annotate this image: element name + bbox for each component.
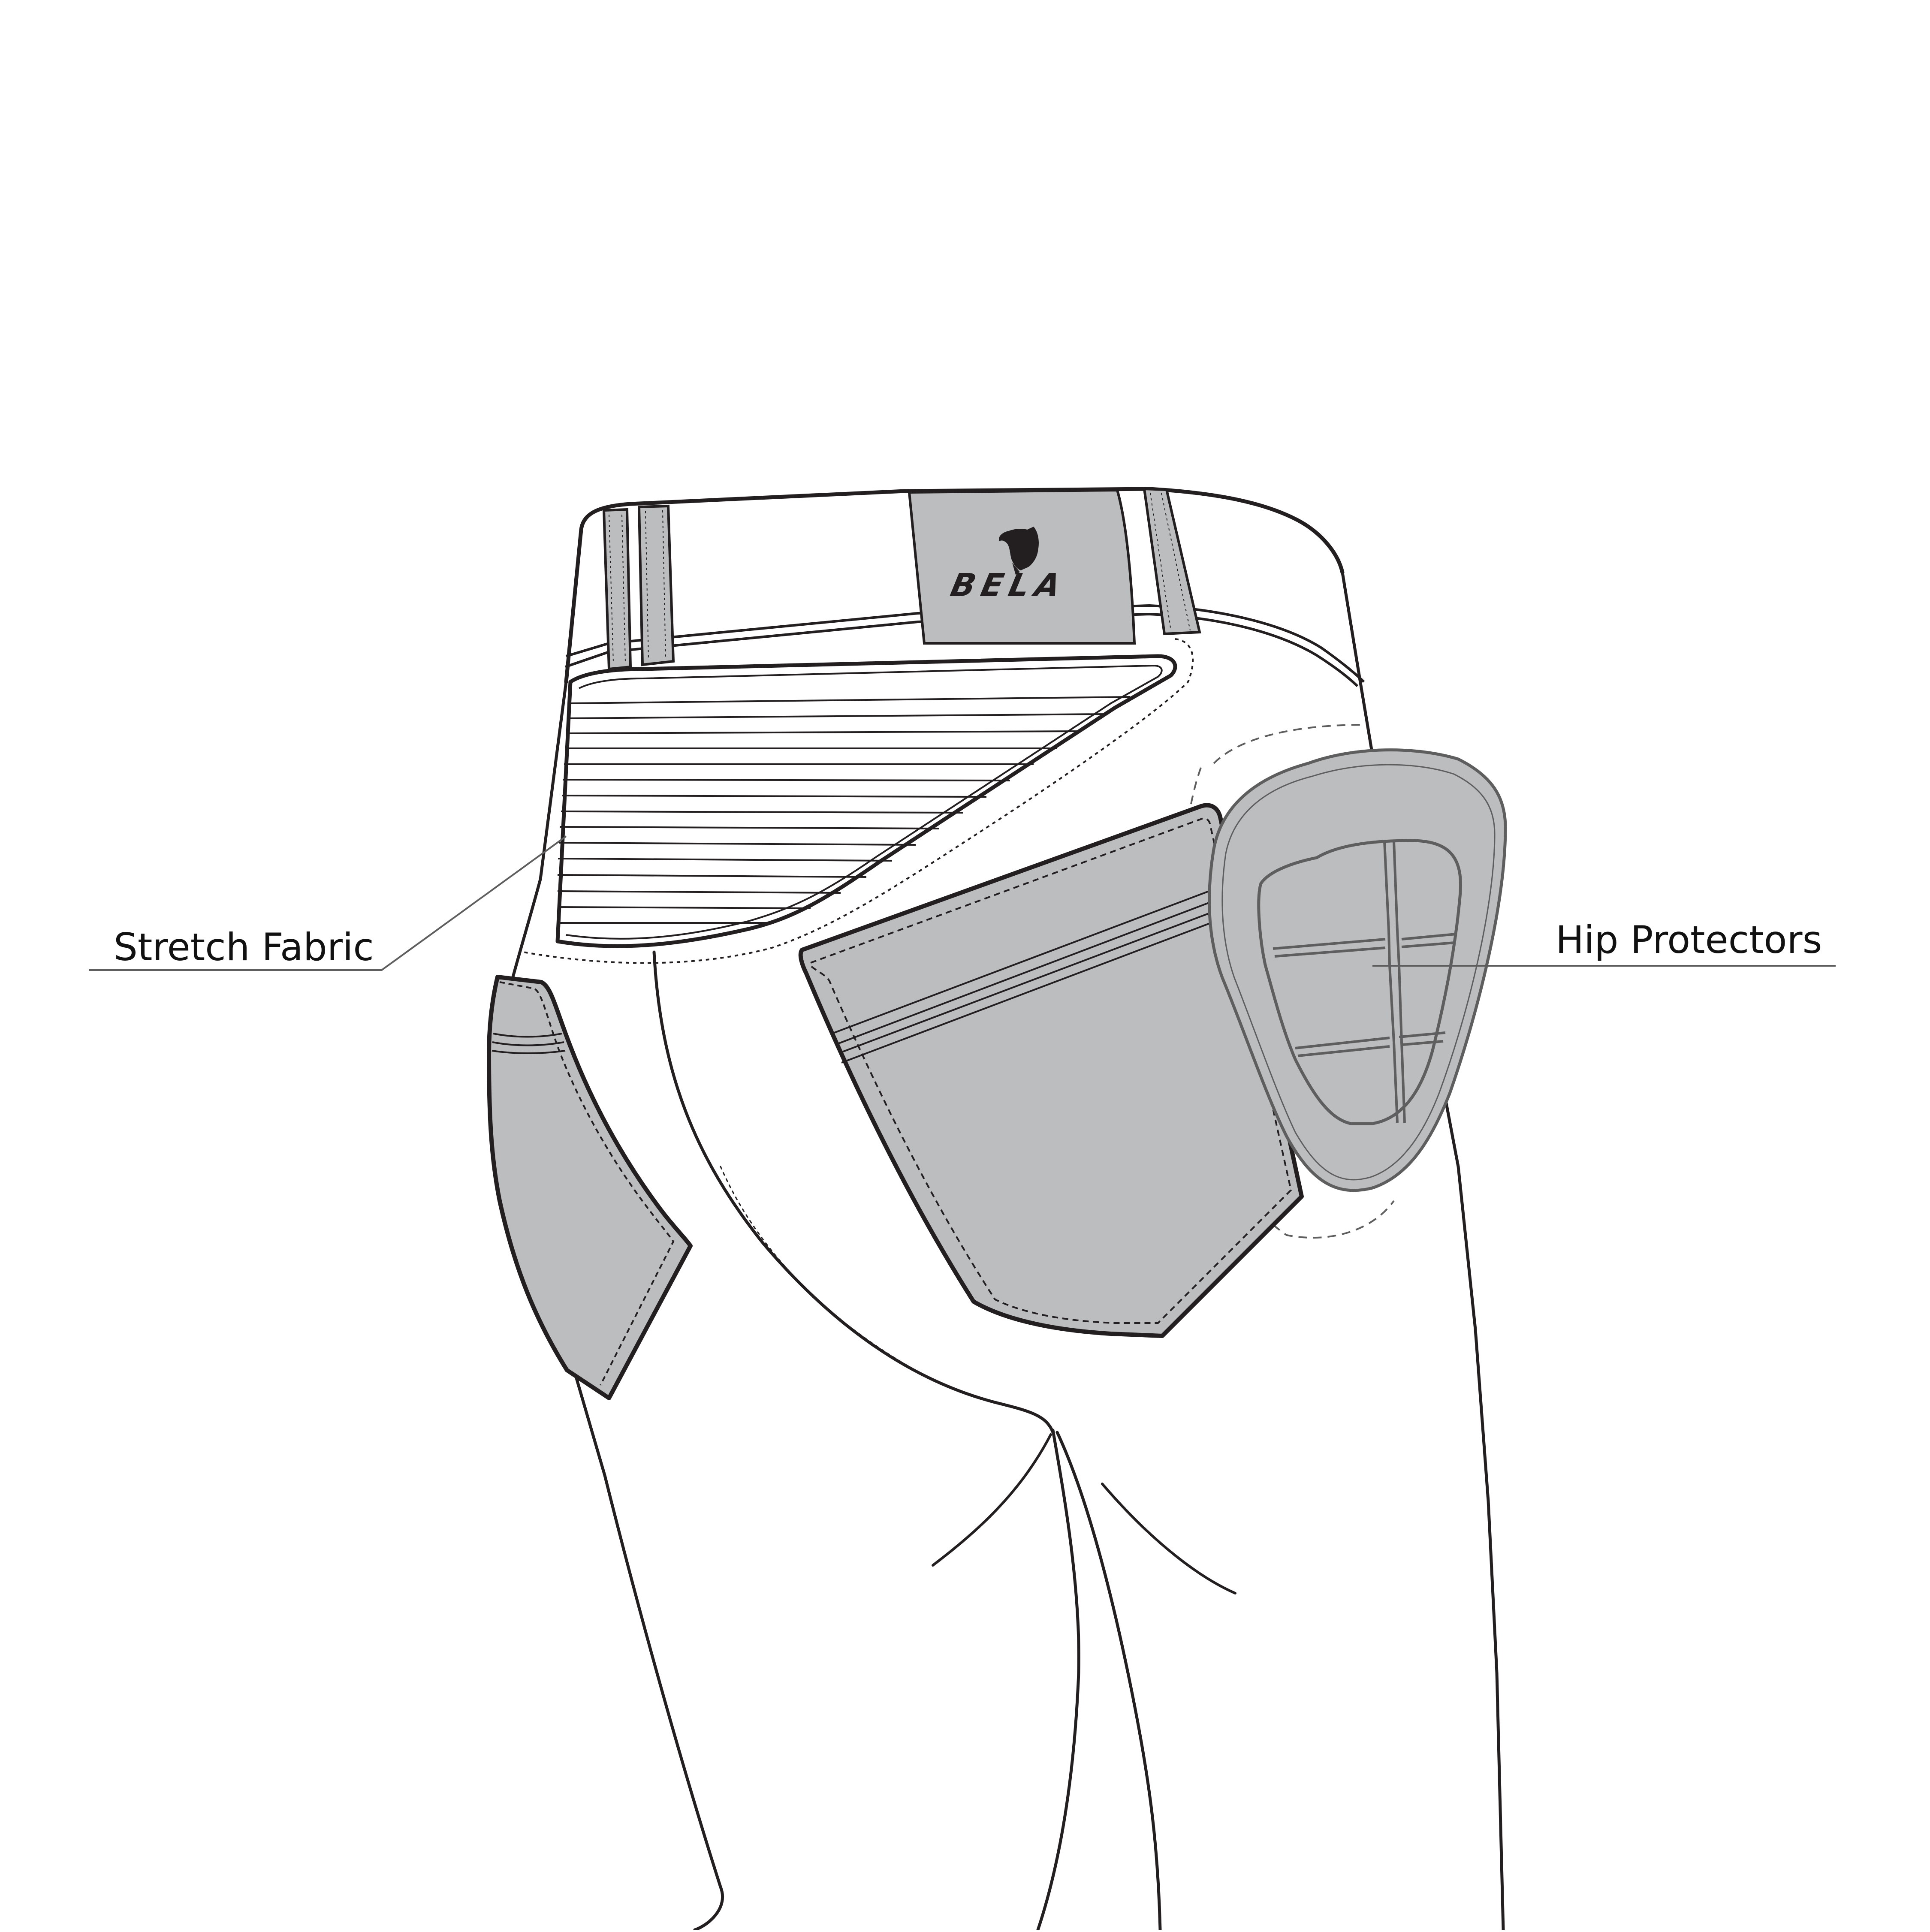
brand-wordmark: BELA <box>947 567 1070 604</box>
right-back-pocket <box>798 803 1304 1338</box>
protector-inner-grid <box>1257 839 1463 1125</box>
stretch-fabric-panel <box>523 638 1194 964</box>
brand-patch <box>908 488 1136 645</box>
bear-head-icon <box>999 527 1039 575</box>
callout-leaders <box>89 835 1836 971</box>
belt-loop-2 <box>637 504 675 666</box>
left-back-pocket <box>487 975 693 1400</box>
belt-loop-1 <box>602 508 632 671</box>
belt-loop-3 <box>1143 487 1201 636</box>
stretch-fabric-leader <box>89 835 567 971</box>
stretch-stripes <box>557 696 1131 924</box>
pocket-topstitch-lines <box>832 887 1225 1064</box>
hip-protector <box>1208 748 1507 1192</box>
hip-protectors-label: Hip Protectors <box>1556 918 1822 962</box>
stretch-fabric-label: Stretch Fabric <box>114 925 374 969</box>
